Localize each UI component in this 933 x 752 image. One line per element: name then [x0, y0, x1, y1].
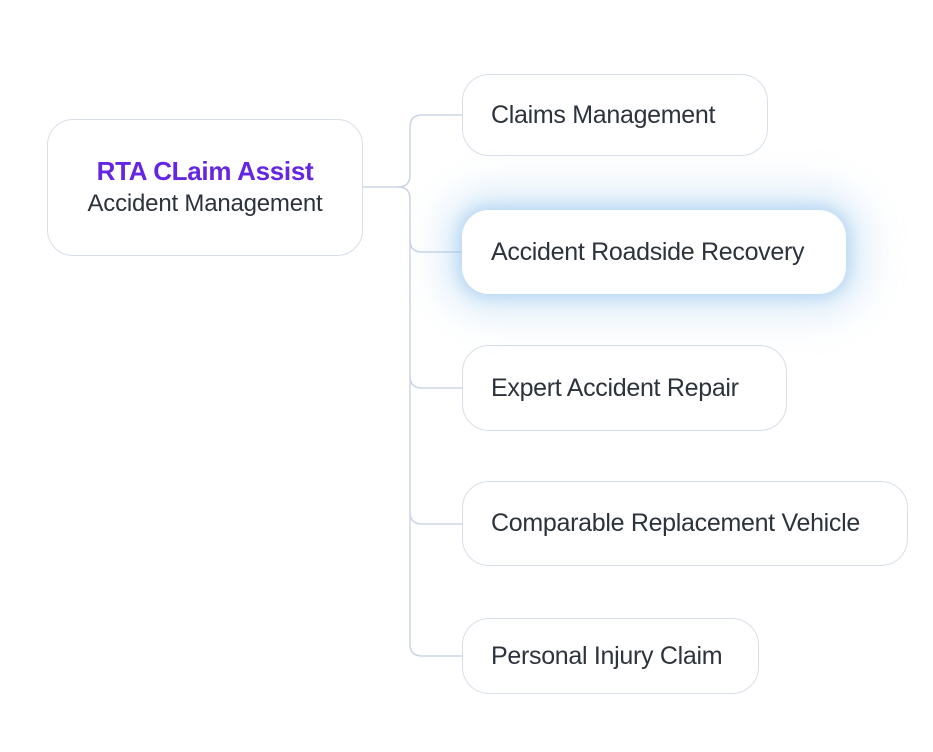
child-node-expert-accident-repair[interactable]: Expert Accident Repair [462, 345, 787, 431]
bottom-fade-overlay [0, 690, 933, 752]
connector-branch-comparable-replacement-vehicle [409, 511, 462, 525]
root-node[interactable]: RTA CLaim Assist Accident Management [47, 119, 363, 256]
child-node-label: Personal Injury Claim [491, 641, 723, 670]
connector-branch-claims-management [397, 114, 462, 188]
child-node-claims-management[interactable]: Claims Management [462, 74, 768, 156]
child-node-label: Claims Management [491, 100, 716, 129]
child-node-accident-roadside-recovery[interactable]: Accident Roadside Recovery [462, 210, 846, 294]
child-node-label: Accident Roadside Recovery [491, 237, 805, 266]
child-node-label: Comparable Replacement Vehicle [491, 509, 860, 537]
child-node-personal-injury-claim[interactable]: Personal Injury Claim [462, 618, 759, 694]
connector-branch-accident-roadside-recovery [409, 239, 462, 253]
connector-branch-personal-injury-claim [397, 186, 462, 657]
root-node-title: RTA CLaim Assist [96, 156, 314, 187]
child-node-comparable-replacement-vehicle[interactable]: Comparable Replacement Vehicle [462, 481, 908, 566]
child-node-label: Expert Accident Repair [491, 373, 739, 402]
root-node-subtitle: Accident Management [87, 190, 323, 218]
connector-branch-expert-accident-repair [409, 375, 462, 389]
